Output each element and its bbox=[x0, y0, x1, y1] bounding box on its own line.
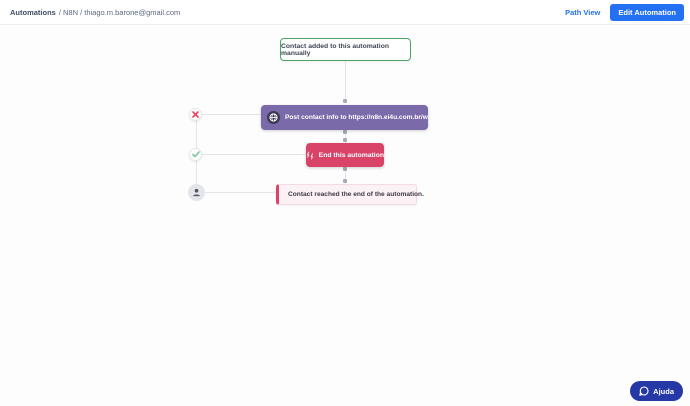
globe-icon bbox=[267, 111, 280, 124]
check-icon bbox=[191, 151, 200, 158]
rail-line-to-webhook bbox=[196, 114, 261, 115]
connector-handle[interactable] bbox=[343, 130, 347, 134]
person-icon bbox=[193, 188, 200, 197]
topbar-actions: Path View Edit Automation bbox=[565, 3, 684, 21]
automation-canvas: Contact added to this automation manuall… bbox=[0, 26, 690, 406]
skip-marker[interactable] bbox=[189, 108, 202, 121]
connector-handle[interactable] bbox=[343, 167, 347, 171]
connector-end-note bbox=[345, 167, 346, 184]
breadcrumb-automations[interactable]: Automations bbox=[10, 7, 56, 17]
webhook-action-node[interactable]: Post contact info to https://n8n.ei4u.co… bbox=[261, 105, 428, 130]
connector-handle[interactable] bbox=[343, 99, 347, 103]
trigger-node[interactable]: Contact added to this automation manuall… bbox=[280, 38, 411, 61]
trigger-label: Contact added to this automation manuall… bbox=[281, 42, 389, 57]
automation-end-note-label: Contact reached the end of the automatio… bbox=[288, 191, 424, 198]
end-automation-node[interactable]: End this automation bbox=[306, 143, 384, 167]
help-button-label: Ajuda bbox=[653, 386, 674, 396]
breadcrumb: Automations / N8N / thiago.m.barone@gmai… bbox=[10, 8, 180, 17]
connector-webhook-end bbox=[345, 130, 346, 143]
path-view-link[interactable]: Path View bbox=[565, 7, 601, 17]
connector-trigger-webhook bbox=[345, 61, 346, 102]
connector-handle[interactable] bbox=[343, 179, 347, 183]
automation-end-note: Contact reached the end of the automatio… bbox=[276, 184, 424, 205]
connector-handle[interactable] bbox=[343, 138, 347, 142]
end-automation-label: End this automation bbox=[318, 151, 384, 159]
rail-line-to-note bbox=[196, 192, 276, 193]
end-automation-icon bbox=[306, 151, 314, 159]
top-bar: Automations / N8N / thiago.m.barone@gmai… bbox=[0, 0, 690, 25]
edit-automation-button[interactable]: Edit Automation bbox=[610, 3, 684, 21]
help-button[interactable]: Ajuda bbox=[630, 381, 683, 401]
x-icon bbox=[192, 111, 199, 118]
rail-line-to-end bbox=[196, 154, 306, 155]
webhook-action-label: Post contact info to https://n8n.ei4u.co… bbox=[285, 114, 428, 121]
chat-bubble-icon bbox=[639, 386, 649, 396]
breadcrumb-path: / N8N / thiago.m.barone@gmail.com bbox=[58, 7, 181, 17]
contact-marker[interactable] bbox=[188, 184, 205, 201]
done-marker[interactable] bbox=[189, 148, 202, 161]
